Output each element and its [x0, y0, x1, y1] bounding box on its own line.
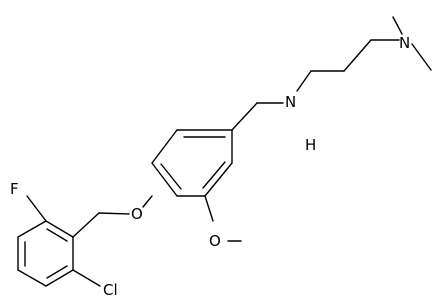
ring1-bond-b: [151, 129, 178, 164]
bond-chain-1: [343, 39, 372, 72]
atom-h-amine: H: [305, 136, 316, 154]
atom-labels: N H N O O F Cl: [10, 34, 410, 299]
bond-ring2-f: [26, 195, 47, 222]
bond-nme-methyl-top: [392, 16, 403, 35]
ring1-double-2: [160, 163, 182, 190]
bond-ring-ome: [204, 195, 214, 222]
ring2-bond-e: [45, 269, 74, 287]
ring1-bond-c: [151, 162, 178, 197]
bond-chain-3: [296, 70, 312, 92]
ring2-bond-d: [17, 269, 47, 287]
bond-ring2-cl: [72, 269, 101, 287]
bond-oether-ch2: [98, 212, 130, 215]
bonds: [17, 16, 432, 287]
ring2-bond-b: [17, 220, 47, 238]
ring2-bond-a: [45, 220, 74, 238]
ring1-double-3: [202, 161, 226, 189]
ring1-bond-e: [204, 162, 233, 197]
atom-f: F: [10, 180, 19, 198]
bond-ring-oether: [142, 195, 153, 208]
atom-n-amine: N: [285, 93, 296, 111]
atom-n-dimethyl: N: [399, 34, 410, 52]
ring2-double-1: [46, 228, 68, 242]
atom-o-ether: O: [131, 205, 143, 223]
bond-nme-methyl-right: [411, 43, 432, 71]
ring2-double-3: [46, 265, 68, 279]
atom-o-methoxy: O: [209, 232, 221, 250]
atom-cl: Cl: [103, 281, 118, 299]
bond-ch2-ring: [231, 102, 258, 131]
bond-ch2-ring2: [72, 212, 100, 238]
